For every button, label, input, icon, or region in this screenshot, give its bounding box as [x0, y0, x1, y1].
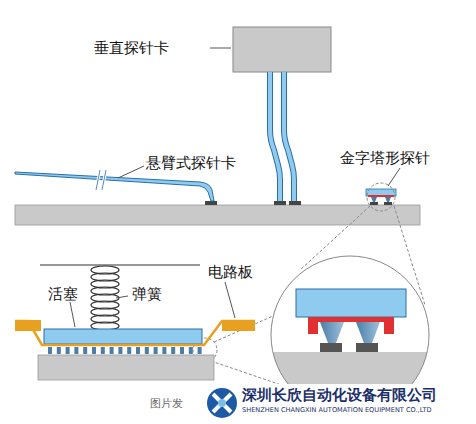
probe-label: 金字塔形探针: [340, 150, 430, 167]
part-label: 活塞: [48, 286, 78, 303]
probe-card-label: 悬臂式探针卡: [146, 155, 236, 172]
company-name-en: SHENZHEN CHANGXIN AUTOMATION EQUIPMENT C…: [242, 407, 432, 414]
part-label: 弹簧: [132, 286, 162, 303]
probe-card-label: 垂直探针卡: [94, 40, 169, 57]
watermark: 图片发: [150, 398, 183, 410]
part-label: 电路板: [208, 264, 253, 281]
company-name: 深圳长欣自动化设备有限公司: [242, 388, 437, 404]
